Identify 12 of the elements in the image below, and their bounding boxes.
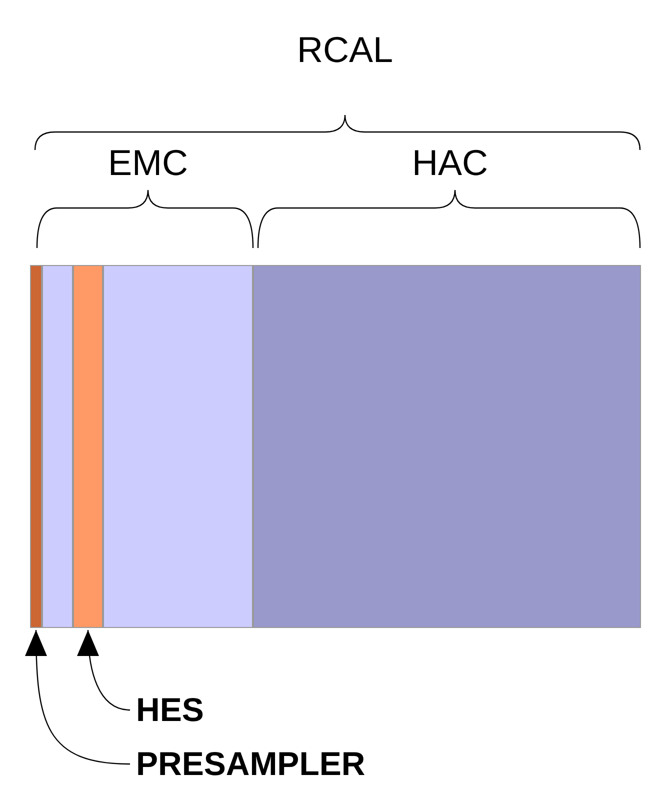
section-label: RCAL — [296, 30, 394, 70]
section-label: HAC — [412, 143, 488, 183]
leader-arrow — [78, 630, 130, 711]
emc-section — [103, 265, 253, 628]
hac-section — [253, 265, 641, 628]
presampler-layer — [30, 265, 42, 628]
component-label: PRESAMPLER — [136, 746, 366, 782]
absorber-layer — [42, 265, 73, 628]
leader-arrow — [25, 630, 130, 765]
section-label: EMC — [108, 143, 188, 183]
component-label: HES — [136, 692, 204, 728]
hes-layer — [73, 265, 103, 628]
